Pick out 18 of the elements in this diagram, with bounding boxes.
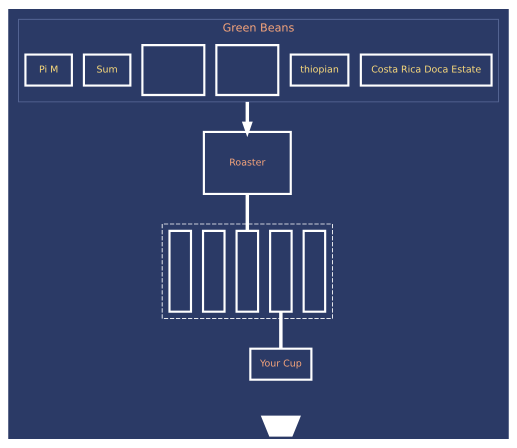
- node-bar: [202, 230, 226, 313]
- node-cup: [260, 416, 301, 437]
- node-box: [215, 44, 280, 96]
- node-bar: [269, 230, 293, 313]
- node-box: thiopian: [290, 54, 350, 87]
- node-box: Pi M: [24, 54, 73, 87]
- cluster: [162, 224, 333, 320]
- connector: [246, 194, 250, 231]
- node-box: [141, 44, 206, 96]
- node-bar: [168, 230, 192, 313]
- node-box: Costa Rica Doca Estate: [360, 54, 493, 87]
- node-box: Sum: [82, 54, 132, 87]
- arrow: [242, 102, 253, 138]
- connector: [279, 312, 283, 349]
- node-box: Roaster: [202, 130, 292, 195]
- node-bar: [302, 230, 326, 313]
- node-bar: [236, 230, 260, 313]
- node-box: Your Cup: [249, 348, 312, 381]
